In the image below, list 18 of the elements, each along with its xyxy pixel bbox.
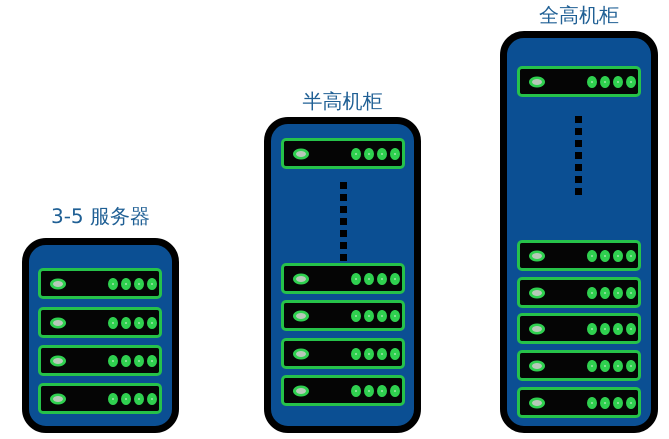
server-unit — [281, 263, 405, 294]
server-unit — [281, 300, 405, 331]
server-unit — [517, 387, 641, 418]
server-unit — [517, 66, 641, 97]
server-unit — [281, 138, 405, 169]
server-unit — [281, 375, 405, 406]
cabinet-heading: 3-5 服务器 — [50, 204, 150, 228]
cabinet-heading: 全高机柜 — [539, 3, 619, 27]
server-unit — [517, 240, 641, 271]
cabinet-heading: 半高机柜 — [302, 89, 382, 113]
server-unit — [38, 345, 162, 376]
server-unit — [281, 338, 405, 369]
server-unit — [38, 307, 162, 338]
server-unit — [517, 313, 641, 344]
server-unit — [517, 277, 641, 308]
server-unit — [38, 383, 162, 414]
server-unit — [38, 268, 162, 299]
server-unit — [517, 350, 641, 381]
